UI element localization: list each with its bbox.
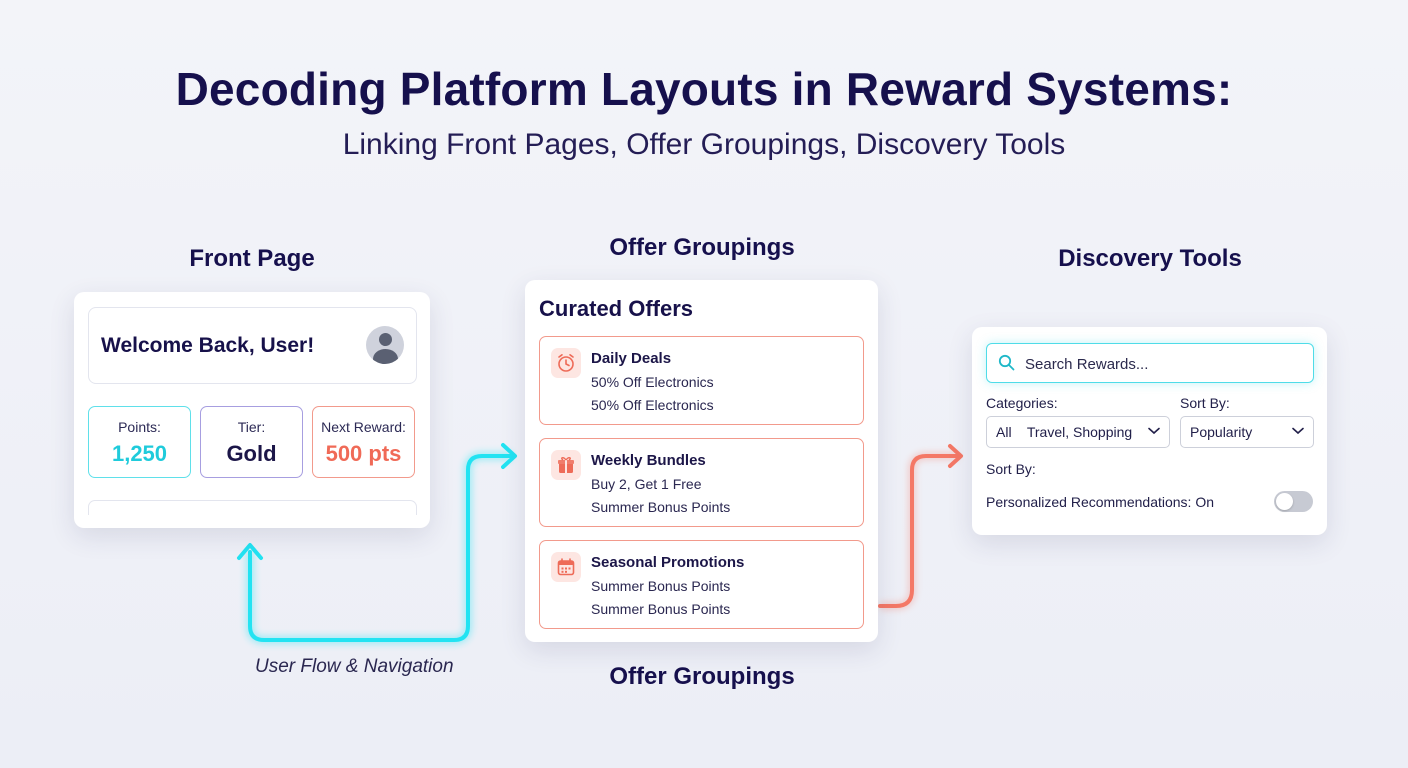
alarm-clock-icon <box>551 348 581 378</box>
calendar-icon <box>551 552 581 582</box>
tier-stat: Tier: Gold <box>200 406 303 478</box>
offer-detail: Summer Bonus Points <box>591 578 731 594</box>
user-avatar-icon[interactable] <box>366 326 404 364</box>
front-page-label: Front Page <box>189 245 315 272</box>
personalized-recommendations-label: Personalized Recommendations: On <box>986 494 1215 510</box>
categories-selected: All Travel, Shopping <box>996 424 1133 440</box>
welcome-message: Welcome Back, User! <box>101 334 315 357</box>
offer-detail: Buy 2, Get 1 Free <box>591 476 702 492</box>
tier-value: Gold <box>226 441 277 466</box>
points-stat: Points: 1,250 <box>88 406 191 478</box>
coral-flow-arrow <box>878 444 963 610</box>
offer-detail: 50% Off Electronics <box>591 374 714 390</box>
points-label: Points: <box>118 419 161 435</box>
offer-detail: 50% Off Electronics <box>591 397 714 413</box>
toggle-knob <box>1276 493 1293 510</box>
offer-groupings-label-top: Offer Groupings <box>609 234 795 261</box>
content-strip <box>88 500 417 515</box>
offer-groupings-card: Curated Offers Daily Deals 50% Off Elect… <box>525 280 878 642</box>
offer-detail: Summer Bonus Points <box>591 601 731 617</box>
sort-by-dropdown[interactable]: Popularity <box>1180 416 1314 448</box>
search-input[interactable] <box>1023 352 1297 376</box>
points-value: 1,250 <box>111 441 168 466</box>
tier-label: Tier: <box>237 419 266 435</box>
categories-dropdown[interactable]: All Travel, Shopping <box>986 416 1170 448</box>
discovery-tools-card: Categories: Sort By: All Travel, Shoppin… <box>972 327 1327 535</box>
offer-title: Daily Deals <box>591 350 672 367</box>
sort-by-label: Sort By: <box>1180 395 1230 411</box>
chevron-down-icon <box>1292 427 1304 435</box>
offer-groupings-label-bottom: Offer Groupings <box>609 663 795 690</box>
search-bar[interactable] <box>986 343 1314 383</box>
welcome-banner: Welcome Back, User! <box>88 307 417 384</box>
sort-by-label-secondary: Sort By: <box>986 461 1036 477</box>
front-page-card: Welcome Back, User! Points: 1,250 Tier: … <box>74 292 430 528</box>
page-title: Decoding Platform Layouts in Reward Syst… <box>175 63 1233 115</box>
sort-selected: Popularity <box>1190 424 1253 440</box>
gift-box-icon <box>551 450 581 480</box>
chevron-down-icon <box>1148 427 1160 435</box>
user-flow-caption: User Flow & Navigation <box>255 656 454 677</box>
offer-title: Weekly Bundles <box>591 452 706 469</box>
search-icon <box>998 354 1015 371</box>
offer-weekly-bundles[interactable]: Weekly Bundles Buy 2, Get 1 Free Summer … <box>539 438 864 527</box>
offer-seasonal-promotions[interactable]: Seasonal Promotions Summer Bonus Points … <box>539 540 864 629</box>
next-reward-stat: Next Reward: 500 pts <box>312 406 415 478</box>
offer-title: Seasonal Promotions <box>591 554 745 571</box>
next-reward-label: Next Reward: <box>321 419 406 435</box>
curated-offers-heading: Curated Offers <box>539 296 694 321</box>
offer-daily-deals[interactable]: Daily Deals 50% Off Electronics 50% Off … <box>539 336 864 425</box>
personalized-recommendations-toggle[interactable] <box>1274 491 1313 512</box>
next-reward-value: 500 pts <box>325 441 402 466</box>
discovery-tools-label: Discovery Tools <box>1058 245 1242 272</box>
categories-label: Categories: <box>986 395 1058 411</box>
page-subtitle: Linking Front Pages, Offer Groupings, Di… <box>342 128 1066 161</box>
offer-detail: Summer Bonus Points <box>591 499 731 515</box>
